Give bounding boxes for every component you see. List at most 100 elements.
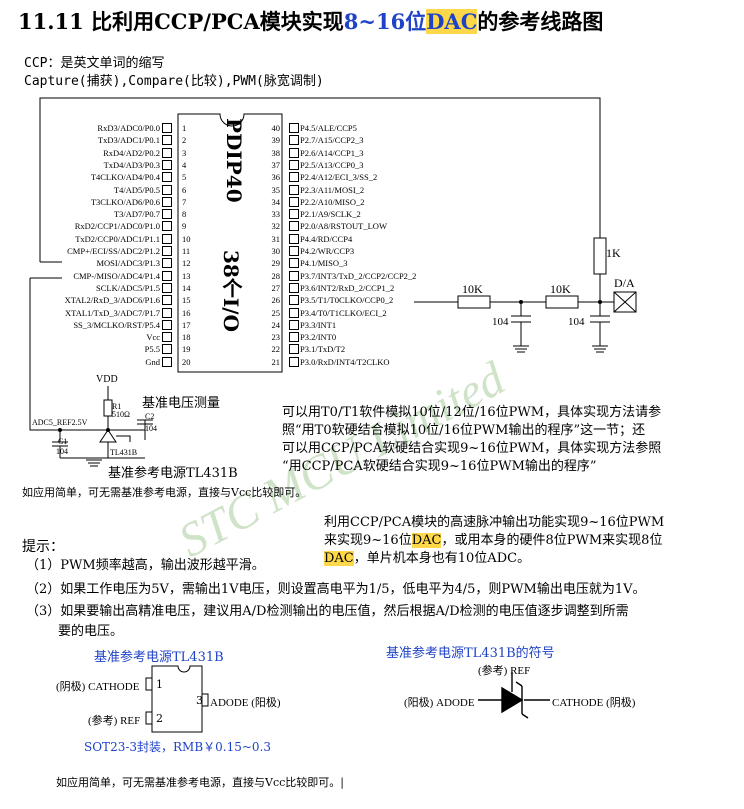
left-pin-box [162, 258, 172, 269]
right-pin-label: P2.3/A11/MOSI_2 [300, 184, 365, 195]
left-pin-box [162, 221, 172, 232]
right-pin-box [289, 270, 299, 281]
right-pin-label: P2.7/A15/CCP2_3 [300, 135, 364, 146]
left-pin-label: T4CLKO/AD4/P0.4 [90, 172, 160, 183]
left-pin-number: 9 [182, 221, 187, 232]
pwm-note: 可以用T0/T1软件模拟10位/12位/16位PWM，具体实现方法请参 照“用T… [282, 404, 661, 476]
tl431-symbol-diagram [478, 672, 550, 719]
left-pin-number: 11 [182, 246, 191, 256]
right-pin-label: P3.4/T0/T1CLKO/ECI_2 [300, 307, 387, 318]
ccp-expansion: Capture(捕获),Compare(比较),PWM(脉宽调制) [24, 74, 324, 89]
left-pin-label: TxD4/AD3/P0.3 [103, 159, 160, 170]
right-pin-box [289, 233, 299, 244]
label-ref-measure: 基准电压测量 [142, 396, 221, 411]
pca-note-line: 利用CCP/PCA模块的高速脉冲输出功能实现9~16位PWM [324, 515, 665, 530]
right-pin-box [289, 135, 299, 146]
resistor-r1 [103, 399, 113, 417]
right-pin-label: P2.6/A14/CCP1_3 [300, 147, 364, 158]
right-pin-label: P2.1/A9/SCLK_2 [300, 209, 361, 220]
label-tl431: TL431B [110, 448, 138, 457]
left-pin-label: CMP-/MISO/ADC4/P1.4 [73, 270, 160, 281]
left-pin-label: RxD2/CCP1/ADC0/P1.0 [74, 221, 160, 232]
pkg-pin-1: 1 [156, 678, 163, 691]
label-10k-b: 10K [550, 282, 571, 296]
right-pin-number: 31 [271, 233, 281, 244]
left-pin-number: 16 [182, 307, 191, 318]
left-pin-label: SS_3/MCLKO/RST/P5.4 [73, 319, 160, 330]
pwm-note-line: 可以用T0/T1软件模拟10位/12位/16位PWM，具体实现方法请参 [282, 405, 662, 420]
tip-2: （2）如果工作电压为5V，需输出1V电压，则设置高电平为1/5，低电平为4/5，… [26, 582, 646, 597]
left-pin-number: 19 [182, 344, 191, 355]
pkg-pin-3: 3 [196, 694, 203, 707]
label-c2-value: 104 [145, 424, 157, 433]
sym-anode-label: (阳极) ADODE [404, 697, 475, 709]
pca-note: 利用CCP/PCA模块的高速脉冲输出功能实现9~16位PWM 来实现9~16位D… [324, 514, 664, 568]
left-pin-number: 5 [182, 172, 187, 183]
right-pin-label: P4.1/MISO_3 [300, 258, 348, 269]
left-pin-label: SCLK/ADC5/P1.5 [96, 282, 160, 293]
package-name: PDIP40 [222, 118, 246, 203]
right-pin-box [289, 123, 299, 133]
left-pin-box [162, 172, 172, 183]
tip-3-cont: 要的电压。 [58, 624, 124, 639]
right-pin-number: 39 [271, 135, 281, 146]
right-pin-label: P3.7/INT3/TxD_2/CCP2/CCP2_2 [300, 270, 417, 281]
left-pin-number: 17 [182, 319, 191, 330]
left-pin-number: 15 [182, 295, 191, 306]
schematic-diagram [29, 97, 637, 467]
right-pin-box [289, 344, 299, 355]
label-adc-ref: ADC5_REF2.5V [32, 418, 88, 427]
right-pin-label: P2.0/A8/RSTOUT_LOW [300, 221, 387, 232]
resistor-1k [593, 237, 607, 275]
right-pin-label: P3.5/T1/T0CLKO/CCP0_2 [300, 295, 394, 306]
footer-note: 如应用简单，可无需基准参考电源，直接与Vcc比较即可。| [56, 776, 344, 789]
left-pin-label: T3CLKO/AD6/P0.6 [90, 196, 160, 207]
right-pin-number: 25 [271, 307, 281, 318]
label-c1: C1 [58, 437, 68, 446]
right-pin-box [289, 147, 299, 158]
right-pin-box [289, 209, 299, 220]
right-pin-box [289, 221, 299, 232]
cap-c2 [137, 419, 153, 425]
left-pin-number: 13 [182, 270, 191, 281]
right-pin-number: 36 [271, 172, 281, 183]
pkg-anode-label: ADODE (阳极) [210, 697, 281, 709]
left-pin-number: 3 [182, 147, 187, 158]
left-pin-number: 2 [182, 135, 187, 146]
right-pin-label: P3.3/INT1 [300, 319, 337, 330]
right-pin-number: 40 [271, 123, 281, 133]
left-pin-number: 8 [182, 209, 187, 220]
left-pin-box [162, 123, 172, 133]
title-suffix: 的参考线路图 [477, 9, 604, 34]
left-pin-box [162, 159, 172, 170]
pca-note-line: 来实现9~16位DAC，或用本身的硬件8位PWM来实现8位 [324, 532, 664, 550]
label-10k-a: 10K [462, 282, 483, 296]
right-pin-number: 24 [271, 319, 281, 330]
tl431-package-diagram [145, 665, 209, 733]
left-pin-label: MOSI/ADC3/P1.3 [96, 258, 160, 269]
pwm-note-line: “用CCP/PCA软硬结合实现9~16位PWM输出的程序” [282, 459, 597, 474]
label-104-b: 104 [568, 316, 585, 328]
left-pin-label: P5.5 [144, 344, 160, 355]
cap-104-a [511, 302, 531, 346]
pkg-ref-label: (参考) REF [88, 715, 141, 727]
tip-1: （1）PWM频率越高，输出波形越平滑。 [26, 558, 265, 573]
right-pin-box [289, 184, 299, 195]
sym-ref-label: (参考) REF [478, 665, 531, 677]
right-pin-number: 37 [271, 159, 281, 170]
left-pin-label: RxD3/ADC0/P0.0 [97, 123, 160, 133]
right-pin-number: 28 [271, 270, 281, 281]
left-pin-label: TxD3/ADC1/P0.1 [97, 135, 160, 146]
right-pin-label: P4.5/ALE/CCP5 [300, 123, 357, 133]
pca-text: 来实现9~16位 [324, 533, 412, 548]
left-pin-number: 4 [182, 159, 187, 170]
title-dac: DAC [426, 9, 478, 34]
left-pin-label: TxD2/CCP0/ADC1/P1.1 [75, 233, 160, 244]
left-pin-label: T3/AD7/P0.7 [113, 209, 160, 220]
right-pin-label: P4.2/WR/CCP3 [300, 246, 355, 256]
left-pin-number: 7 [182, 196, 187, 207]
left-pin-box [162, 307, 172, 318]
pin-1-box [145, 677, 153, 691]
right-pin-label: P3.0/RxD/INT4/T2CLKO [300, 356, 390, 367]
left-pin-label: T4/AD5/P0.5 [113, 184, 160, 195]
